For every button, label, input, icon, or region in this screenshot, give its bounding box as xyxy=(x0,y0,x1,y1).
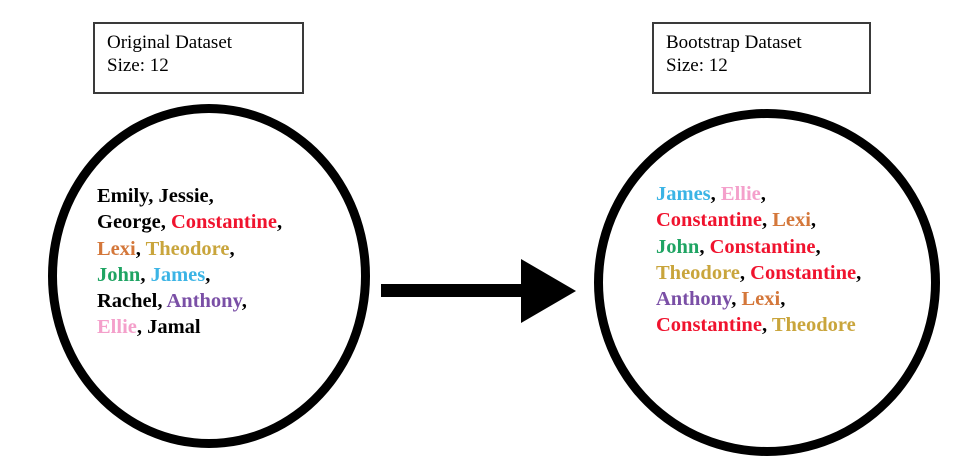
name-line: Rachel, Anthony, xyxy=(97,288,282,314)
name-separator: , xyxy=(731,288,742,311)
name-token: George xyxy=(97,211,161,234)
name-token: James xyxy=(656,183,711,205)
name-line: Theodore, Constantine, xyxy=(656,260,861,286)
name-token: James xyxy=(150,263,206,286)
bootstrap-dataset-label-box: Bootstrap Dataset Size: 12 xyxy=(652,22,871,94)
name-separator: , xyxy=(140,263,151,286)
name-separator: , xyxy=(739,261,751,284)
original-dataset-circle xyxy=(48,104,370,448)
name-separator: , xyxy=(810,209,817,232)
name-token: Theodore xyxy=(145,237,230,260)
name-token: John xyxy=(97,263,141,286)
name-token: Lexi xyxy=(97,237,136,260)
name-token: Lexi xyxy=(772,209,811,232)
name-separator: , xyxy=(157,290,167,313)
name-token: Anthony xyxy=(166,290,242,313)
name-separator: , xyxy=(276,211,283,234)
name-separator: , xyxy=(160,211,171,234)
name-line: James, Ellie, xyxy=(656,181,861,207)
name-line: John, James, xyxy=(97,262,282,288)
name-line: Lexi, Theodore, xyxy=(97,236,282,262)
name-token: Anthony xyxy=(656,288,732,311)
bootstrap-dataset-title: Bootstrap Dataset xyxy=(666,32,802,53)
name-token: Constantine xyxy=(750,261,857,284)
original-dataset-name-list: Emily, Jessie,George, Constantine,Lexi, … xyxy=(97,183,282,341)
name-separator: , xyxy=(760,183,766,205)
name-separator: , xyxy=(856,261,862,284)
name-line: George, Constantine, xyxy=(97,209,282,235)
name-line: Constantine, Lexi, xyxy=(656,207,861,233)
bootstrap-dataset-size: Size: 12 xyxy=(666,55,728,77)
original-dataset-size: Size: 12 xyxy=(107,55,169,77)
original-dataset-title: Original Dataset xyxy=(107,32,233,53)
name-separator: , xyxy=(229,237,235,260)
bootstrap-dataset-circle xyxy=(594,109,940,456)
bootstrap-dataset-name-list: James, Ellie,Constantine, Lexi,John, Con… xyxy=(656,181,861,339)
name-token: Ellie xyxy=(97,316,137,339)
name-separator: , xyxy=(241,290,247,313)
name-separator: , xyxy=(136,316,148,339)
name-separator: , xyxy=(710,183,721,205)
name-separator: , xyxy=(780,288,786,311)
name-token: Constantine xyxy=(656,314,762,337)
name-separator: , xyxy=(208,185,214,207)
name-token: Jessie xyxy=(158,185,209,207)
name-token: Constantine xyxy=(709,235,816,258)
name-token: Lexi xyxy=(741,288,781,311)
transform-arrow-head xyxy=(521,259,576,323)
name-token: Theodore xyxy=(656,261,740,284)
name-token: Theodore xyxy=(771,314,856,337)
name-token: John xyxy=(656,235,700,258)
name-token: Constantine xyxy=(656,209,762,232)
name-separator: , xyxy=(761,314,772,337)
name-token: Jamal xyxy=(147,316,201,339)
name-separator: , xyxy=(699,235,710,258)
name-token: Constantine xyxy=(171,211,277,234)
name-token: Emily xyxy=(97,185,149,207)
name-line: Emily, Jessie, xyxy=(97,183,282,209)
name-line: John, Constantine, xyxy=(656,234,861,260)
name-separator: , xyxy=(205,263,211,286)
name-token: Ellie xyxy=(720,183,761,205)
name-line: Constantine, Theodore xyxy=(656,312,861,338)
name-line: Ellie, Jamal xyxy=(97,314,282,340)
name-separator: , xyxy=(148,185,159,207)
name-token: Rachel xyxy=(97,290,158,313)
name-separator: , xyxy=(815,235,821,258)
original-dataset-label-box: Original Dataset Size: 12 xyxy=(93,22,304,94)
name-separator: , xyxy=(761,209,773,232)
name-line: Anthony, Lexi, xyxy=(656,286,861,312)
name-separator: , xyxy=(135,237,146,260)
transform-arrow-shaft xyxy=(381,284,533,297)
